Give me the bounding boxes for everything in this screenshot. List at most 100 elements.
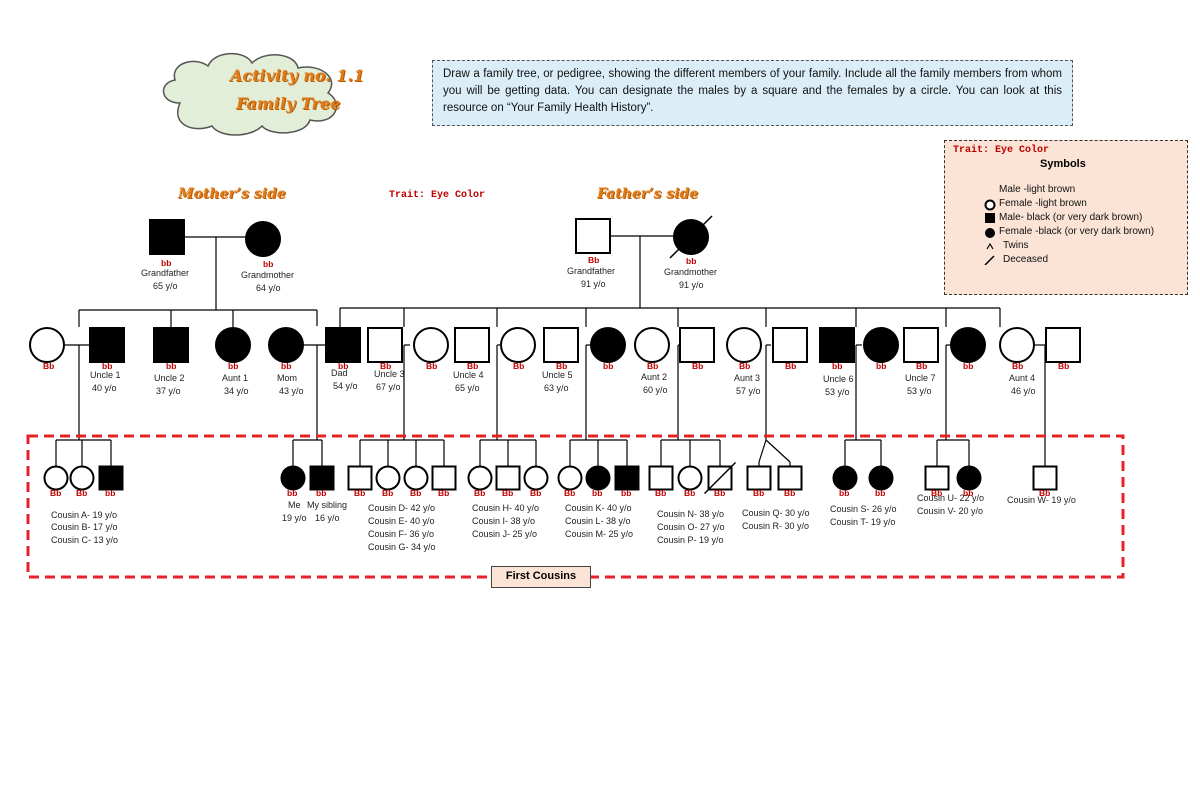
cousin-label: Cousin N- 38 y/o — [657, 509, 725, 519]
person-name: Uncle 4 — [453, 370, 484, 380]
female-light-symbol — [467, 465, 493, 491]
person-name: Grandmother — [241, 270, 295, 280]
genotype-label: bb — [875, 488, 886, 498]
symbols — [29, 215, 1081, 495]
genotype-label: Bb — [380, 361, 392, 371]
legend-box: Trait: Eye Color Symbols Male -light bro… — [944, 140, 1188, 295]
legend-female-light-icon — [984, 199, 996, 211]
female-light-symbol — [677, 465, 703, 491]
legend-title: Symbols — [1040, 158, 1086, 170]
cousin-label: Cousin G- 34 y/o — [368, 542, 436, 552]
female-light-symbol — [634, 327, 670, 363]
genotype-label: Bb — [76, 488, 88, 498]
female-light-symbol — [999, 327, 1035, 363]
deceased-mark — [669, 215, 713, 259]
person-name: Uncle 3 — [374, 369, 405, 379]
cousin-label: Cousin W- 19 y/o — [1007, 495, 1076, 505]
cousin-label: Cousin S- 26 y/o — [830, 504, 897, 514]
cousin-label: Cousin Q- 30 y/o — [742, 508, 810, 518]
connector-line — [758, 439, 767, 463]
person-age: 53 y/o — [907, 386, 932, 396]
person-name: Aunt 3 — [734, 373, 761, 383]
cousin-label: Cousin F- 36 y/o — [368, 529, 435, 539]
genotype-label: bb — [316, 488, 327, 498]
female-light-symbol — [403, 465, 429, 491]
trait-heading: Trait: Eye Color — [389, 190, 486, 201]
genotype-label: Bb — [655, 488, 667, 498]
me-label: Me — [288, 500, 301, 510]
male-light-symbol — [454, 327, 490, 363]
genotype-label: Bb — [931, 488, 943, 498]
genotype-label: bb — [102, 361, 113, 371]
cousin-label: Cousin P- 19 y/o — [657, 535, 724, 545]
person-age: 57 y/o — [736, 386, 761, 396]
genotype-label: Bb — [467, 361, 479, 371]
person-name: Uncle 7 — [905, 373, 936, 383]
person-age: 37 y/o — [156, 386, 181, 396]
male-dark-symbol — [89, 327, 125, 363]
person-name: Uncle 6 — [823, 374, 854, 384]
person-name: Uncle 5 — [542, 370, 573, 380]
genotype-label: Bb — [474, 488, 486, 498]
male-dark-symbol — [98, 465, 124, 491]
sibling-age: 16 y/o — [315, 513, 340, 523]
connector-lines — [55, 235, 1046, 467]
person-age: 91 y/o — [679, 280, 704, 290]
cousin-label: Cousin J- 25 y/o — [472, 529, 538, 539]
sibling-label: My sibling — [307, 500, 348, 510]
mothers-side-heading: Mother’s side — [178, 186, 286, 202]
female-light-symbol — [500, 327, 536, 363]
genotype-label: bb — [161, 258, 172, 268]
legend-symbols — [984, 199, 996, 265]
male-light-symbol — [648, 465, 674, 491]
person-name: Grandmother — [664, 267, 718, 277]
female-light-symbol — [43, 465, 69, 491]
genotype-label: bb — [166, 361, 177, 371]
genotype-label: bb — [228, 361, 239, 371]
person-age: 91 y/o — [581, 279, 606, 289]
male-light-symbol — [575, 218, 611, 254]
female-dark-symbol — [245, 221, 281, 257]
female-light-symbol — [726, 327, 762, 363]
genotype-label: Bb — [354, 488, 366, 498]
female-dark-symbol — [868, 465, 894, 491]
person-name: Aunt 4 — [1009, 373, 1036, 383]
genotype-label: Bb — [502, 488, 514, 498]
male-dark-symbol — [819, 327, 855, 363]
genotype-label: Bb — [426, 361, 438, 371]
genotype-label: bb — [592, 488, 603, 498]
cousin-label: Cousin T- 19 y/o — [830, 517, 896, 527]
female-dark-symbol — [280, 465, 306, 491]
me-age: 19 y/o — [282, 513, 307, 523]
cousin-label: Cousin C- 13 y/o — [51, 535, 119, 545]
genotype-label: Bb — [382, 488, 394, 498]
genotype-label: Bb — [647, 361, 659, 371]
person-age: 60 y/o — [643, 385, 668, 395]
genotype-label: Bb — [1012, 361, 1024, 371]
male-dark-symbol — [614, 465, 640, 491]
person-age: 40 y/o — [92, 383, 117, 393]
male-dark-symbol — [309, 465, 335, 491]
genotype-label: Bb — [513, 361, 525, 371]
cousin-label: Cousin E- 40 y/o — [368, 516, 435, 526]
person-age: 53 y/o — [825, 387, 850, 397]
cousin-label: Cousin O- 27 y/o — [657, 522, 725, 532]
legend-female-dark-icon — [985, 228, 995, 238]
male-light-symbol — [903, 327, 939, 363]
cousin-label: Cousin M- 25 y/o — [565, 529, 634, 539]
person-name: Grandfather — [141, 268, 190, 278]
genotype-label: Bb — [410, 488, 422, 498]
cousin-label: Cousin I- 38 y/o — [472, 516, 536, 526]
cousin-label: Cousin A- 19 y/o — [51, 510, 118, 520]
legend-twins-icon — [986, 242, 994, 250]
instructions-text: Draw a family tree, or pedigree, showing… — [443, 68, 1062, 114]
male-light-symbol — [495, 465, 521, 491]
genotype-label: bb — [839, 488, 850, 498]
genotype-label: bb — [603, 361, 614, 371]
genotype-label: Bb — [530, 488, 542, 498]
female-dark-symbol — [863, 327, 899, 363]
legend-deceased-icon — [984, 255, 995, 265]
female-light-symbol — [375, 465, 401, 491]
